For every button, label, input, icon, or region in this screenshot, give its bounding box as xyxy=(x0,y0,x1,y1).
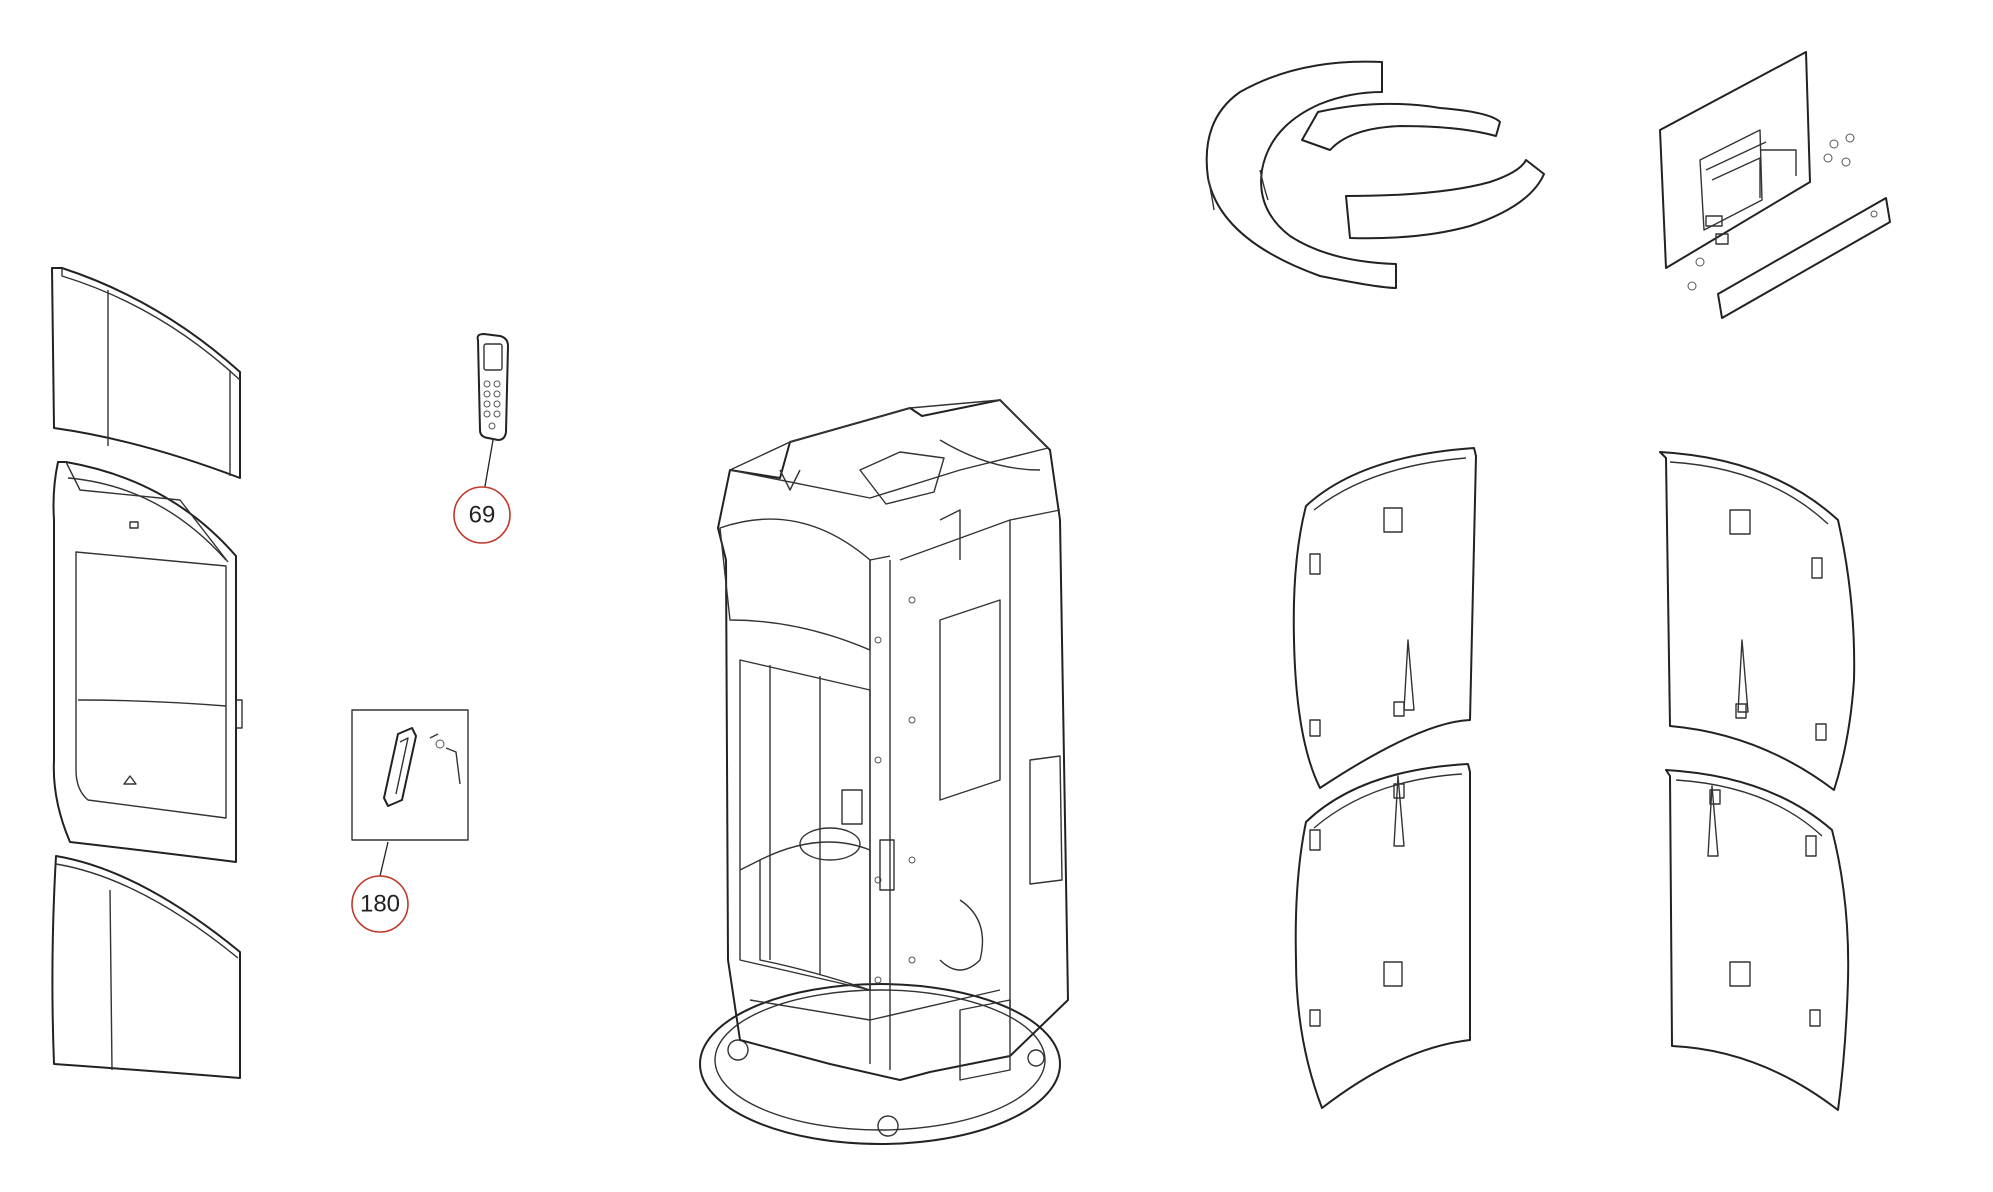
front-top-panel xyxy=(51,267,241,479)
front-door-panel xyxy=(52,461,243,863)
side-panel-upper-right xyxy=(1659,451,1856,791)
remote-control xyxy=(476,333,509,441)
side-panel-lower-left xyxy=(1294,763,1471,1109)
top-cover-ring xyxy=(1205,60,1397,289)
leader-line-180 xyxy=(379,841,389,877)
callout-69-label: 69 xyxy=(469,502,496,529)
callout-180[interactable]: 180 xyxy=(351,875,409,933)
callout-180-label: 180 xyxy=(360,891,400,918)
top-cover-inner-lower xyxy=(1345,159,1545,240)
stove-body-frame xyxy=(699,399,1069,1145)
front-bottom-panel xyxy=(51,855,241,1079)
control-board-assembly xyxy=(1659,51,1891,319)
side-panel-upper-left xyxy=(1292,447,1477,789)
leader-line-69 xyxy=(483,439,494,493)
side-panel-lower-right xyxy=(1665,769,1850,1111)
callout-69[interactable]: 69 xyxy=(453,486,511,544)
top-cover-inner-upper xyxy=(1301,102,1501,151)
handle-kit-box xyxy=(351,709,469,841)
